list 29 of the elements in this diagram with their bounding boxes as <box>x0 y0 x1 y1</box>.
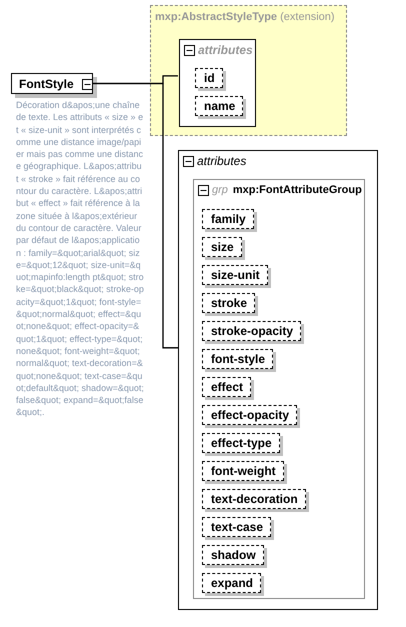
attribute-box: effect <box>202 377 252 397</box>
extension-box <box>150 5 347 136</box>
attribute-box: family <box>202 209 254 229</box>
attribute-box: font-weight <box>202 461 284 481</box>
attribute-box: shadow <box>202 545 264 565</box>
attribute-box: font-style <box>202 349 273 369</box>
element-name: FontStyle <box>19 77 74 91</box>
attribute-box: stroke <box>202 293 256 313</box>
derivation-label: (extension) <box>280 11 335 23</box>
attribute-box: text-case <box>202 517 272 537</box>
attributes-box <box>178 150 378 610</box>
compositor-label: attributes <box>198 43 253 57</box>
group-name: mxp:FontAttributeGroup <box>232 184 362 196</box>
description-text: Décoration d&apos;une chaîne de texte. Les attributs « size » et « size-unit » sont interprétés comme une distance image/papier mais pas comme une distance géographique. L&apos;attribut « stroke » fait référence au contour du caractère. L&apos;attribut « effect » fait référence à la zone située à l&apos;extérieur du contour de caractère. Valeur par défaut de l&apos;application : family=&quot;arial&quot; size=&quot;12&quot; size-unit=&quot;mapinfo:length pt&quot; stroke=&quot;black&quot; stroke-opacity=&quot;1&quot; font-style=&quot;normal&quot; effect=&quot;none&quot; effect-opacity=&quot;1&quot; effect-type=&quot;none&quot; font-weight=&quot;normal&quot; text-decoration=&quot;none&quot; text-case=&quot;default&quot; shadow=&quot;false&quot; expand=&quot;false&quot;. <box>16 99 144 419</box>
attribute-box: effect-type <box>202 433 280 453</box>
attribute-box: id <box>195 68 223 88</box>
compositor-label: attributes <box>197 154 246 168</box>
type-name: mxp:AbstractStyleType <box>155 11 278 23</box>
attribute-box: name <box>195 96 244 116</box>
attribute-box: size-unit <box>202 265 268 285</box>
group-box <box>193 179 365 599</box>
attribute-box: text-decoration <box>202 489 306 509</box>
attributes-box <box>179 39 256 127</box>
connector-line <box>93 82 178 348</box>
attribute-box: effect-opacity <box>202 405 298 425</box>
attribute-box: expand <box>202 573 262 593</box>
attribute-box: size <box>202 237 242 257</box>
attribute-box: stroke-opacity <box>202 321 302 341</box>
group-kind-label: grp <box>212 184 228 196</box>
